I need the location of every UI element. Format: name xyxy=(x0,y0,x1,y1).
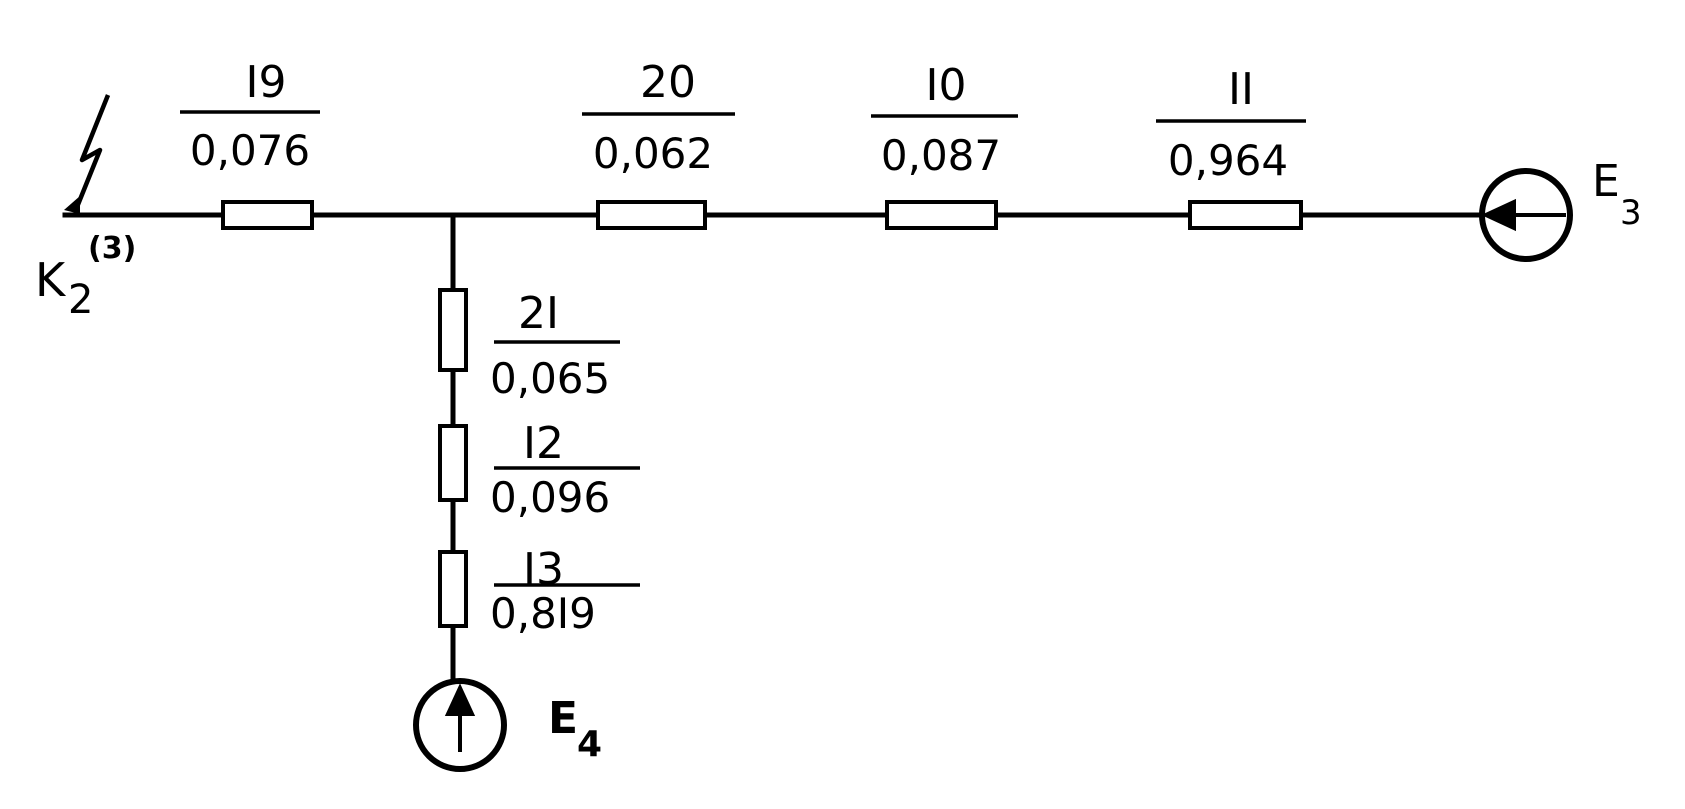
source-label: E xyxy=(1592,156,1620,207)
source-subscript: 3 xyxy=(1620,193,1642,233)
resistor xyxy=(438,550,468,628)
fault-label: K xyxy=(35,253,67,307)
element-10: I0 0,087 xyxy=(871,60,1018,230)
element-value: 0,065 xyxy=(490,354,610,403)
element-19: I9 0,076 xyxy=(180,57,320,230)
source-e4: E 4 xyxy=(413,678,602,772)
element-value: 0,096 xyxy=(490,473,610,522)
source-e3: E 3 xyxy=(1479,156,1642,262)
resistor xyxy=(885,200,998,230)
element-21: 2I 0,065 xyxy=(438,288,620,403)
element-13: I3 0,8I9 xyxy=(438,544,640,638)
fault-superscript: (3) xyxy=(88,231,136,266)
element-value: 0,964 xyxy=(1168,136,1288,185)
source-label: E xyxy=(548,693,578,744)
arrow-up-icon xyxy=(444,683,476,752)
element-11: II 0,964 xyxy=(1156,64,1306,230)
element-value: 0,076 xyxy=(190,126,310,175)
resistor xyxy=(438,424,468,502)
resistor xyxy=(596,200,707,230)
source-subscript: 4 xyxy=(577,724,602,765)
element-number: I0 xyxy=(926,60,967,111)
resistor xyxy=(438,288,468,372)
element-number: I3 xyxy=(523,544,564,595)
fault-lightning-icon xyxy=(64,94,111,214)
arrow-left-icon xyxy=(1481,198,1566,232)
element-number: I2 xyxy=(523,418,564,469)
element-number: 2I xyxy=(518,288,559,339)
resistor xyxy=(221,200,314,230)
resistor xyxy=(1188,200,1303,230)
element-12: I2 0,096 xyxy=(438,418,640,522)
element-number: II xyxy=(1228,64,1254,115)
element-value: 0,062 xyxy=(593,129,713,178)
element-number: I9 xyxy=(246,57,287,108)
element-value: 0,087 xyxy=(881,131,1001,180)
element-value: 0,8I9 xyxy=(490,589,596,638)
element-20: 20 0,062 xyxy=(582,57,735,230)
fault-subscript: 2 xyxy=(68,277,93,323)
element-number: 20 xyxy=(640,57,696,108)
